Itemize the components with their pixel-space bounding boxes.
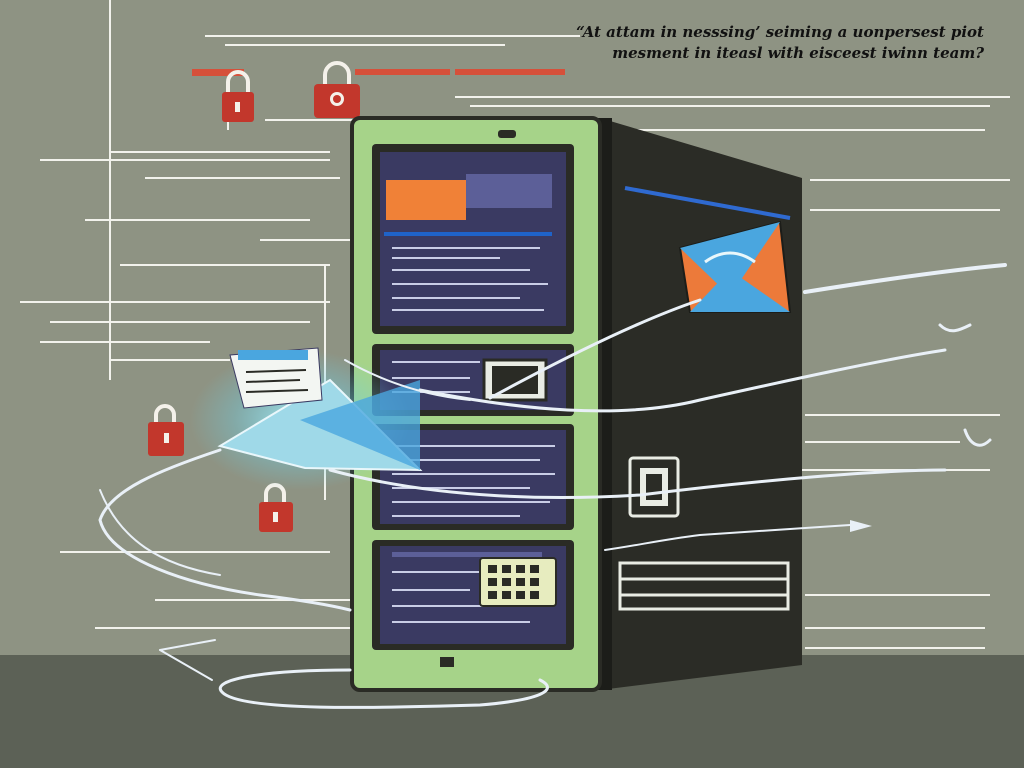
server-tower-icon	[590, 118, 802, 690]
server-rack-icon	[350, 116, 602, 692]
lock-badge-icon	[628, 456, 680, 518]
caption-text: “At attam in nesssing’ seiming a uonpers…	[564, 22, 984, 64]
background-doc-lines	[20, 0, 1010, 649]
padlock-icon	[148, 404, 184, 456]
caption-line-2: mesment in iteasl with eisceest iwinn te…	[612, 44, 984, 62]
envelope-icon	[217, 347, 423, 472]
background-scribbles	[192, 69, 565, 76]
arrow-head	[850, 520, 872, 532]
padlock-icon	[314, 61, 360, 118]
padlock-icon	[222, 70, 254, 122]
padlock-icon	[259, 483, 293, 532]
data-stream-lines	[98, 263, 1007, 709]
caption-line-1: “At attam in nesssing’ seiming a uonpers…	[576, 23, 984, 41]
keypad-icon	[479, 557, 557, 607]
port-panel-slot	[492, 366, 538, 394]
envelope-icon	[678, 220, 792, 313]
